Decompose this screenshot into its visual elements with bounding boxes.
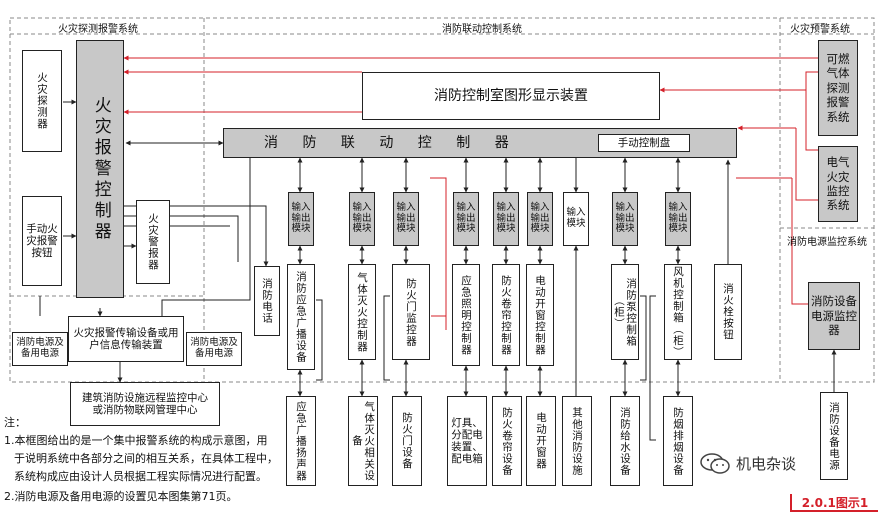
fire-pump-control-box: 消防泵控制箱（柜） xyxy=(611,264,639,360)
gas-extinguishing-equipment: 气体灭火相关设备 xyxy=(348,396,378,486)
fire-water-equipment: 消防给水设备 xyxy=(610,396,640,486)
fire-door-equipment: 防火门设备 xyxy=(392,396,422,486)
watermark-text: 机电杂谈 xyxy=(736,454,797,473)
manual-alarm-button: 手动火灾报警按钮 xyxy=(22,196,62,286)
io-module: 输入输出模块 xyxy=(527,192,553,246)
shutter-equipment: 防火卷帘设备 xyxy=(492,396,522,486)
electrical-fire-monitor: 电气火灾监控系统 xyxy=(818,146,858,222)
io-module: 输入输出模块 xyxy=(612,192,638,246)
manual-control-panel: 手动控制盘 xyxy=(598,134,690,152)
remote-monitoring-center: 建筑消防设施远程监控中心或消防物联网管理中心 xyxy=(70,382,220,426)
section-title-warning: 火灾预警系统 xyxy=(790,24,850,35)
gas-extinguishing-controller: 气体灭火控制器 xyxy=(348,264,376,360)
fire-alarm-sounder: 火灾警报器 xyxy=(136,200,170,284)
io-module: 输入输出模块 xyxy=(665,192,691,246)
lighting-distribution-equipment: 灯具、分配电装置、配电箱 xyxy=(447,396,487,486)
figure-label: 2.0.1图示1 xyxy=(790,494,878,512)
section-title-detection: 火灾探测报警系统 xyxy=(58,24,138,35)
input-module: 输入模块 xyxy=(563,192,589,246)
graphic-display-unit: 消防控制室图形显示装置 xyxy=(362,72,660,120)
note-line: 1.本框图给出的是一个集中报警系统的构成示意图，用 xyxy=(4,434,268,447)
shutter-controller: 防火卷帘控制器 xyxy=(492,264,520,366)
fan-control-box: 风机控制箱（柜） xyxy=(664,264,692,360)
watermark: 机电杂谈 xyxy=(700,452,796,474)
hydrant-button: 消火栓按钮 xyxy=(714,264,742,360)
io-module: 输入输出模块 xyxy=(349,192,375,246)
fire-telephone: 消防电话 xyxy=(254,266,280,336)
section-title-power-monitor: 消防电源监控系统 xyxy=(787,237,867,248)
note-line: 2.消防电源及备用电源的设置见本图集第71页。 xyxy=(4,490,238,503)
fire-equipment-power: 消防设备电源 xyxy=(820,392,848,480)
broadcast-speaker: 应急广播扬声器 xyxy=(286,396,316,486)
power-supply-monitor: 消防设备电源监控器 xyxy=(808,282,860,350)
note-line: 系统构成应由设计人员根据工程实际情况进行配置。 xyxy=(14,470,267,483)
note-line: 于说明系统中各部分之间的相互关系，在具体工程中， xyxy=(14,452,278,465)
other-fire-facilities: 其他消防设施 xyxy=(562,396,592,486)
emergency-lighting-controller: 应急照明控制器 xyxy=(452,264,480,366)
smoke-exhaust-equipment: 防烟排烟设备 xyxy=(663,396,693,486)
io-module: 输入输出模块 xyxy=(453,192,479,246)
outer-frame xyxy=(9,17,875,383)
section-title-linkage: 消防联动控制系统 xyxy=(442,24,522,35)
io-module: 输入输出模块 xyxy=(393,192,419,246)
fire-door-monitor: 防火门监控器 xyxy=(392,264,430,360)
window-opener: 电动开窗器 xyxy=(526,396,556,486)
fire-detector: 火灾探测器 xyxy=(22,50,62,152)
power-supply-mid: 消防电源及备用电源 xyxy=(186,332,242,366)
combustible-gas-detection: 可燃气体探测报警系统 xyxy=(818,40,858,136)
wechat-icon xyxy=(700,453,730,474)
io-module: 输入输出模块 xyxy=(288,192,314,246)
window-controller: 电动开窗控制器 xyxy=(526,264,554,366)
io-module: 输入输出模块 xyxy=(493,192,519,246)
power-supply-left: 消防电源及备用电源 xyxy=(12,332,68,366)
fire-alarm-controller: 火灾报警控制器 xyxy=(76,40,124,298)
note-head: 注： xyxy=(4,416,26,429)
alarm-transmission-device: 火灾报警传输设备或用户信息传输装置 xyxy=(68,316,184,362)
emergency-broadcast: 消防应急广播设备 xyxy=(287,264,315,370)
